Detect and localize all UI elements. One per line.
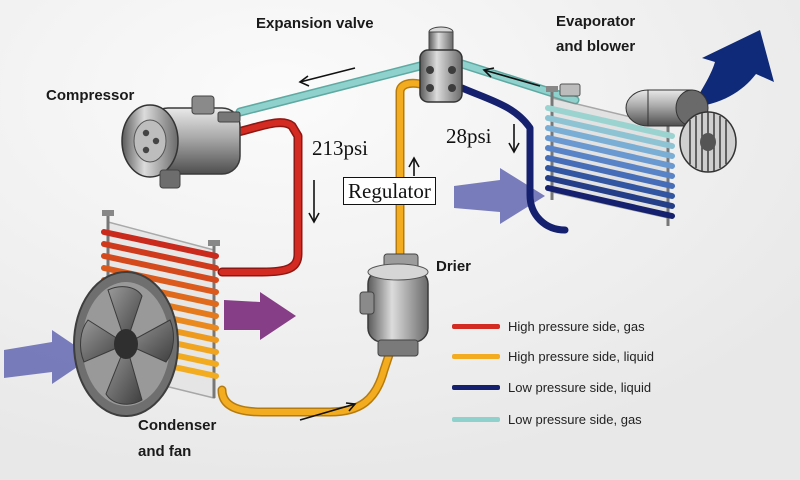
flow-arrow-low-pressure-down xyxy=(508,124,520,154)
drier xyxy=(359,253,429,357)
low-pressure-liquid-line xyxy=(458,84,569,234)
condenser-fan xyxy=(73,271,179,417)
flow-arrow-liquid-line xyxy=(299,402,357,421)
legend-swatch-low-liquid xyxy=(452,384,500,390)
evaporator xyxy=(545,83,675,226)
flow-arrow-evaporator-outlet xyxy=(482,67,541,87)
fan-label: and fan xyxy=(138,443,192,460)
evaporator-label: Evaporator xyxy=(556,13,636,30)
compressor-label: Compressor xyxy=(46,87,135,104)
high-pressure-gas-line xyxy=(217,118,303,277)
legend-item-low-liquid: Low pressure side, liquid xyxy=(452,377,651,397)
flow-arrow-regulator-up xyxy=(408,156,420,176)
legend-swatch-high-liquid xyxy=(452,353,500,359)
airflow-in-arrow xyxy=(4,330,92,384)
legend-label: High pressure side, gas xyxy=(508,318,645,334)
low-pressure-gas-line xyxy=(235,59,580,117)
low-pressure-reading: 28psi xyxy=(446,124,492,148)
flow-arrow-high-pressure-down xyxy=(308,180,320,224)
blower-label: and blower xyxy=(556,38,636,55)
high-pressure-reading: 213psi xyxy=(312,136,369,160)
expansion-valve-label: Expansion valve xyxy=(256,15,374,32)
legend-item-low-gas: Low pressure side, gas xyxy=(452,409,642,429)
flow-arrows xyxy=(298,67,541,421)
airflow-evaporator-in-arrow xyxy=(454,168,545,224)
expansion-valve xyxy=(419,26,463,103)
flow-arrow-compressor-suction xyxy=(298,67,356,87)
airflow-out-arrow xyxy=(690,30,774,108)
compressor xyxy=(121,95,241,189)
legend-item-high-gas: High pressure side, gas xyxy=(452,316,645,336)
legend-swatch-high-gas xyxy=(452,323,500,329)
legend-item-high-liquid: High pressure side, liquid xyxy=(452,346,654,366)
legend-label: High pressure side, liquid xyxy=(508,348,654,364)
regulator-label: Regulator xyxy=(343,177,436,205)
condenser-label: Condenser xyxy=(138,417,217,434)
blower xyxy=(625,89,737,173)
airflow-hot-arrow xyxy=(224,292,296,340)
legend-label: Low pressure side, gas xyxy=(508,411,642,427)
legend-swatch-low-gas xyxy=(452,416,500,422)
drier-label: Drier xyxy=(436,258,472,275)
legend-label: Low pressure side, liquid xyxy=(508,379,652,395)
